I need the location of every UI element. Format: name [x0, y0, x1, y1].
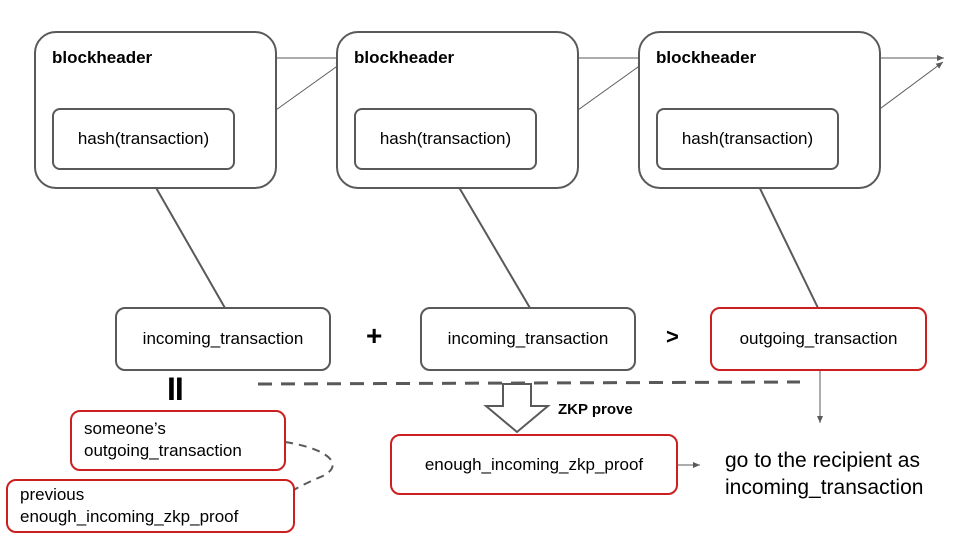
block-2-hash: hash(transaction)	[354, 108, 537, 170]
block-3-hash: hash(transaction)	[656, 108, 839, 170]
outgoing-transaction: outgoing_transaction	[710, 307, 927, 371]
source-2-line-2: enough_incoming_zkp_proof	[20, 507, 239, 526]
equals-marker: II	[167, 371, 184, 407]
tx-to-hash-arrow-2	[449, 171, 531, 309]
source-1-line-1: someone’s	[84, 419, 166, 438]
enough-incoming-zkp-proof: enough_incoming_zkp_proof	[390, 434, 678, 495]
greater-than-operator: >	[666, 324, 679, 349]
source-2-line-1: previous	[20, 485, 85, 504]
someones-outgoing-transaction-box: someone’s outgoing_transaction	[70, 410, 286, 471]
tx-to-hash-arrow-1	[146, 171, 226, 309]
destination-line-2: incoming_transaction	[725, 476, 924, 499]
zkp-hollow-arrow	[483, 383, 551, 434]
plus-operator: +	[366, 320, 383, 351]
destination-line-1: go to the recipient as	[725, 449, 920, 472]
block-3-header: blockheader	[656, 48, 757, 67]
block-1-header: blockheader	[52, 48, 153, 67]
block-1-hash: hash(transaction)	[52, 108, 235, 170]
incoming-transaction-1: incoming_transaction	[115, 307, 331, 371]
tx-to-hash-arrow-3	[751, 171, 819, 309]
destination-text: go to the recipient as incoming_transact…	[725, 447, 923, 501]
previous-zkp-proof-box: previous enough_incoming_zkp_proof	[6, 479, 295, 533]
source-dashed-curve	[284, 441, 334, 491]
block-2-header: blockheader	[354, 48, 455, 67]
zkp-prove-label: ZKP prove	[558, 401, 633, 418]
source-1-line-2: outgoing_transaction	[84, 441, 242, 460]
incoming-transaction-2: incoming_transaction	[420, 307, 636, 371]
